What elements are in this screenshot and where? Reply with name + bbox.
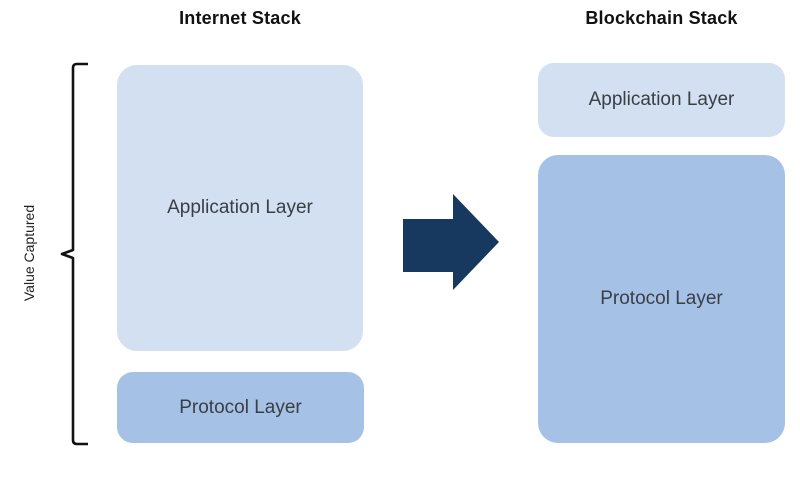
value-captured-label: Value Captured: [21, 204, 37, 302]
box-label: Application Layer: [167, 197, 313, 218]
box-label: Protocol Layer: [179, 396, 302, 418]
right-stack-title: Blockchain Stack: [585, 8, 738, 28]
box-label: Protocol Layer: [600, 288, 723, 309]
left-protocol-layer-box: Protocol Layer: [117, 372, 364, 443]
brace-path: [60, 62, 88, 446]
arrow-shape: [403, 194, 499, 290]
value-captured-brace: [60, 62, 88, 446]
right-protocol-layer-box: Protocol Layer: [538, 155, 785, 443]
right-application-layer-box: Application Layer: [538, 63, 785, 137]
right-arrow-icon: [403, 194, 499, 290]
box-label: Application Layer: [588, 89, 735, 110]
left-application-layer-box: Application Layer: [117, 65, 363, 351]
left-stack-title: Internet Stack: [179, 8, 301, 28]
